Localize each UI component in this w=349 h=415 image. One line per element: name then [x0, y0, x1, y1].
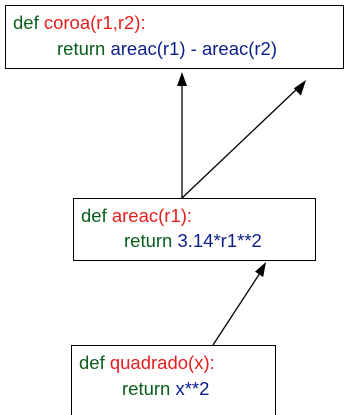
return-keyword: return — [57, 38, 106, 59]
function-signature: areac(r1): — [111, 205, 193, 226]
function-box-areac: def areac(r1): return 3.14*r1**2 — [73, 198, 316, 261]
arrowhead-coroa-right — [293, 80, 306, 96]
return-expression: x**2 — [175, 378, 210, 399]
def-keyword: def — [13, 12, 39, 33]
arrowhead-coroa-left — [177, 72, 187, 86]
function-signature: quadrado(x): — [109, 352, 215, 373]
return-keyword: return — [122, 378, 171, 399]
arrow-areac-to-coroa-right — [181, 86, 300, 199]
return-expression: 3.14*r1**2 — [177, 230, 262, 251]
coroa-def-line: def coroa(r1,r2): — [13, 12, 146, 34]
function-signature: coroa(r1,r2): — [43, 12, 146, 33]
areac-return-line: return 3.14*r1**2 — [124, 230, 262, 252]
areac-def-line: def areac(r1): — [81, 205, 192, 227]
coroa-return-line: return areac(r1) - areac(r2) — [57, 38, 277, 60]
function-box-quadrado: def quadrado(x): return x**2 — [71, 345, 276, 415]
return-expression: areac(r1) - areac(r2) — [110, 38, 278, 59]
return-keyword: return — [124, 230, 173, 251]
call-arrows — [177, 72, 306, 346]
arrowhead-areac — [255, 262, 266, 277]
quadrado-def-line: def quadrado(x): — [79, 352, 215, 374]
def-keyword: def — [79, 352, 105, 373]
arrow-quadrado-to-areac — [212, 269, 263, 346]
quadrado-return-line: return x**2 — [122, 378, 209, 400]
function-box-coroa: def coroa(r1,r2): return areac(r1) - are… — [5, 5, 344, 69]
def-keyword: def — [81, 205, 107, 226]
